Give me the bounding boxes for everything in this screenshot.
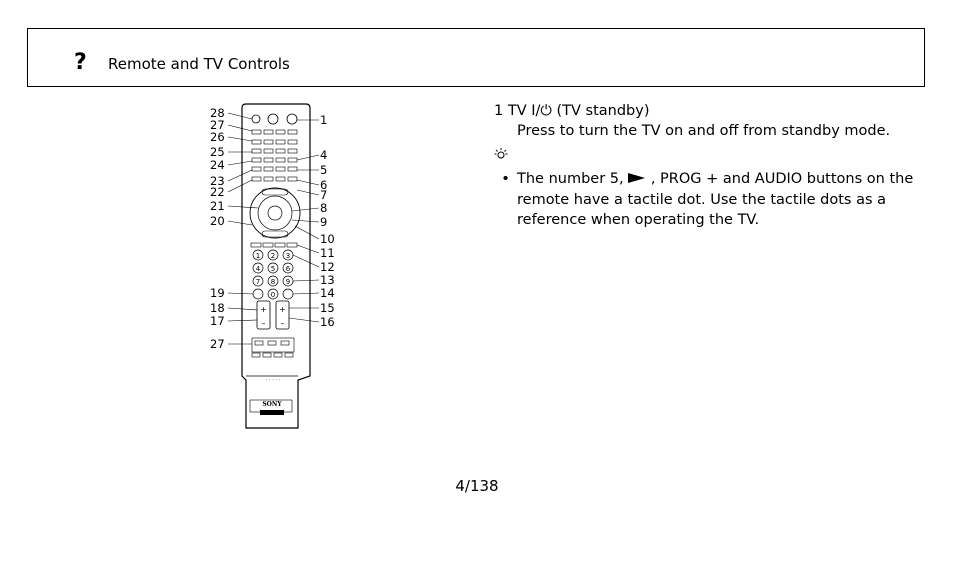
callout-9: 9: [320, 215, 328, 229]
callout-16: 16: [320, 315, 335, 329]
callout-15: 15: [320, 301, 335, 315]
callout-25: 25: [210, 145, 225, 159]
item-description: Press to turn the TV on and off from sta…: [517, 123, 891, 139]
svg-text:2: 2: [271, 252, 275, 260]
brand-logo: SONY: [262, 401, 282, 408]
callout-26: 26: [210, 130, 225, 144]
description-column: 1 TV I/⏻ (TV standby) Press to turn the …: [494, 101, 914, 230]
svg-text:1: 1: [256, 252, 260, 260]
svg-text:+: +: [260, 305, 267, 314]
svg-text:5: 5: [271, 265, 275, 273]
svg-text:8: 8: [271, 278, 275, 286]
svg-text:0: 0: [271, 291, 275, 299]
svg-text:–: –: [281, 319, 285, 328]
svg-text:6: 6: [286, 265, 291, 273]
svg-text:–: –: [262, 319, 266, 328]
callout-6: 6: [320, 178, 328, 192]
callout-8: 8: [320, 201, 328, 215]
svg-text:7: 7: [256, 278, 260, 286]
callout-4: 4: [320, 148, 328, 162]
svg-text:· · · · ·: · · · · ·: [266, 377, 281, 383]
svg-text:4: 4: [256, 265, 261, 273]
callout-24: 24: [210, 158, 225, 172]
callout-23: 23: [210, 174, 225, 188]
callout-27: 27: [210, 118, 225, 132]
page-number: 4/138: [455, 477, 499, 495]
callout-21: 21: [210, 199, 225, 213]
callout-11: 11: [320, 246, 335, 260]
question-mark-icon: ?: [74, 50, 87, 75]
callout-20: 20: [210, 214, 225, 228]
item-heading: 1 TV I/⏻ (TV standby): [494, 101, 914, 121]
callout-10: 10: [320, 232, 335, 246]
callout-12: 12: [320, 260, 335, 274]
item-number: 1: [494, 103, 504, 119]
callout-27b: 27: [210, 337, 225, 351]
remote-drawing: 1 2 3 4 5 6 7 8 9 0 + – + – · · · · · SONY: [227, 103, 320, 429]
header-bar: ? Remote and TV Controls: [27, 28, 925, 87]
callout-7: 7: [320, 188, 328, 202]
bullet-text-end: , PROG + and AUDIO buttons on the remote…: [517, 171, 914, 228]
svg-text:+: +: [279, 305, 286, 314]
callout-17: 17: [210, 314, 225, 328]
callout-13: 13: [320, 273, 335, 287]
svg-text:9: 9: [286, 278, 290, 286]
lightbulb-icon: [494, 147, 914, 165]
callout-28: 28: [210, 106, 225, 120]
item-title: TV I/⏻ (TV standby): [507, 103, 650, 119]
callout-5: 5: [320, 163, 328, 177]
page-title: Remote and TV Controls: [108, 55, 290, 73]
play-icon: [628, 170, 646, 190]
callout-18: 18: [210, 301, 225, 315]
callout-1: 1: [320, 113, 328, 127]
callout-22: 22: [210, 185, 225, 199]
svg-text:3: 3: [286, 252, 290, 260]
callout-19: 19: [210, 286, 225, 300]
tip-bullet: • The number 5, , PROG + and AUDIO butto…: [501, 170, 914, 228]
bullet-text-start: The number 5,: [517, 171, 629, 187]
callout-14: 14: [320, 286, 335, 300]
